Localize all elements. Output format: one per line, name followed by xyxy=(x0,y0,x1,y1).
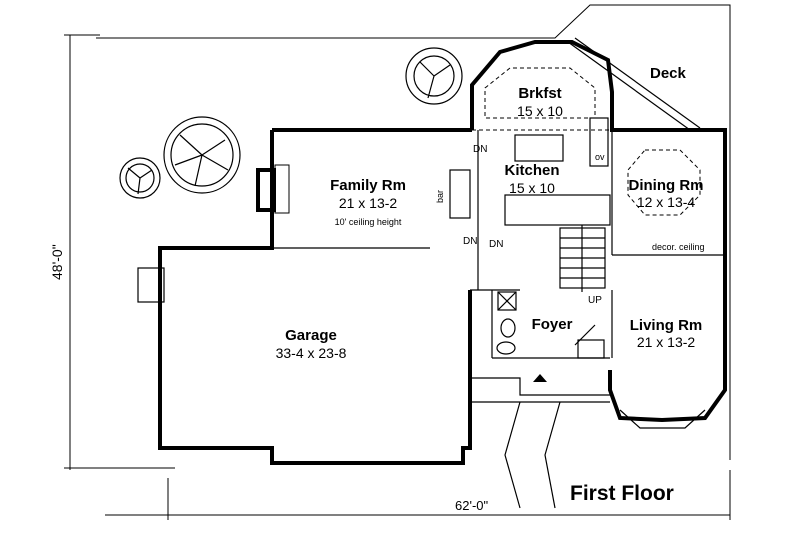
up-label: UP xyxy=(588,295,602,306)
bay-window xyxy=(619,409,706,429)
living-label: Living Rm xyxy=(630,317,703,334)
garage-size: 33-4 x 23-8 xyxy=(276,345,347,361)
brkfst-label: Brkfst xyxy=(518,85,561,102)
width-dimension: 62'-0" xyxy=(455,498,489,513)
bar-label: bar xyxy=(435,190,445,203)
dn-label-3: DN xyxy=(489,239,503,250)
decor-ceiling-outline xyxy=(627,149,701,216)
brkfst-size: 15 x 10 xyxy=(517,103,563,119)
oven-label: ov xyxy=(595,152,605,162)
dn-label-1: DN xyxy=(473,144,487,155)
exterior-walls xyxy=(158,40,727,465)
kitchen-size: 15 x 10 xyxy=(509,180,555,196)
tree-icon xyxy=(119,157,161,199)
floor-title: First Floor xyxy=(570,482,674,505)
dining-label: Dining Rm xyxy=(629,177,704,194)
dn-label-2: DN xyxy=(463,236,477,247)
garage-features xyxy=(137,267,273,463)
foyer-label: Foyer xyxy=(532,316,573,333)
dining-size: 12 x 13-4 xyxy=(637,194,696,210)
closet xyxy=(577,339,605,359)
stairs xyxy=(559,225,606,292)
kitchen-counters xyxy=(449,117,611,226)
lot-outline xyxy=(64,4,731,520)
interior-walls xyxy=(272,67,725,359)
tree-icon xyxy=(405,47,463,105)
kitchen-label: Kitchen xyxy=(504,162,559,179)
tree-icon xyxy=(163,116,241,194)
deck-label: Deck xyxy=(650,65,687,82)
dining-note: decor. ceiling xyxy=(652,242,705,252)
family-label: Family Rm xyxy=(330,177,406,194)
living-size: 21 x 13-2 xyxy=(637,334,696,350)
garage-label: Garage xyxy=(285,327,337,344)
depth-dimension: 48'-0" xyxy=(49,244,65,280)
bath-fixtures xyxy=(496,291,517,355)
front-porch xyxy=(469,374,610,509)
family-size: 21 x 13-2 xyxy=(339,195,398,211)
family-note: 10' ceiling height xyxy=(335,217,402,227)
